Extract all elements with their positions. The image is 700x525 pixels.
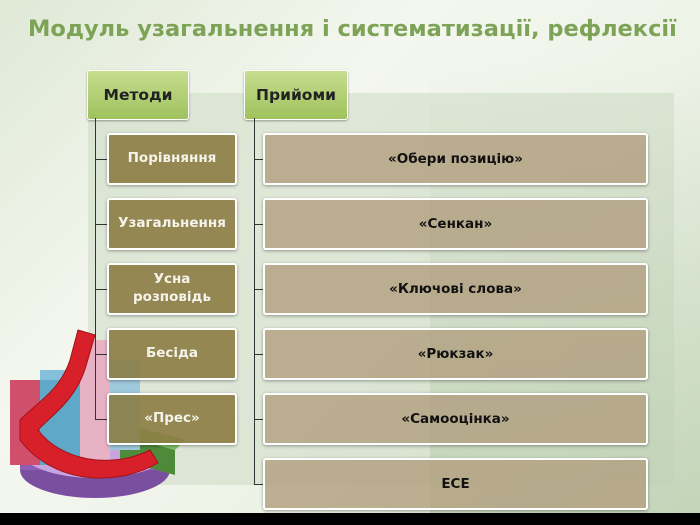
methods-branch bbox=[95, 224, 107, 225]
method-box: Усна розповідь bbox=[107, 263, 237, 315]
page-title: Модуль узагальнення і систематизації, ре… bbox=[28, 16, 677, 42]
method-box: «Прес» bbox=[107, 393, 237, 445]
bottom-bar bbox=[0, 513, 700, 525]
methods-branch bbox=[95, 419, 107, 420]
red-arrow-icon bbox=[19, 329, 159, 479]
technique-box: «Обери позицію» bbox=[263, 133, 648, 185]
technique-box: «Сенкан» bbox=[263, 198, 648, 250]
method-box: Узагальнення bbox=[107, 198, 237, 250]
methods-header: Методи bbox=[87, 70, 189, 120]
techniques-branch bbox=[254, 289, 263, 290]
method-box: Бесіда bbox=[107, 328, 237, 380]
techniques-branch bbox=[254, 159, 263, 160]
technique-box: «Самооцінка» bbox=[263, 393, 648, 445]
techniques-connector bbox=[254, 118, 255, 484]
techniques-branch bbox=[254, 419, 263, 420]
technique-box: «Рюкзак» bbox=[263, 328, 648, 380]
methods-connector bbox=[95, 118, 96, 420]
methods-branch bbox=[95, 354, 107, 355]
technique-box: «Ключові слова» bbox=[263, 263, 648, 315]
technique-box: ЕСЕ bbox=[263, 458, 648, 510]
techniques-branch bbox=[254, 484, 263, 485]
techniques-header: Прийоми bbox=[244, 70, 348, 120]
methods-branch bbox=[95, 159, 107, 160]
techniques-branch bbox=[254, 224, 263, 225]
method-box: Порівняння bbox=[107, 133, 237, 185]
techniques-branch bbox=[254, 354, 263, 355]
methods-branch bbox=[95, 289, 107, 290]
